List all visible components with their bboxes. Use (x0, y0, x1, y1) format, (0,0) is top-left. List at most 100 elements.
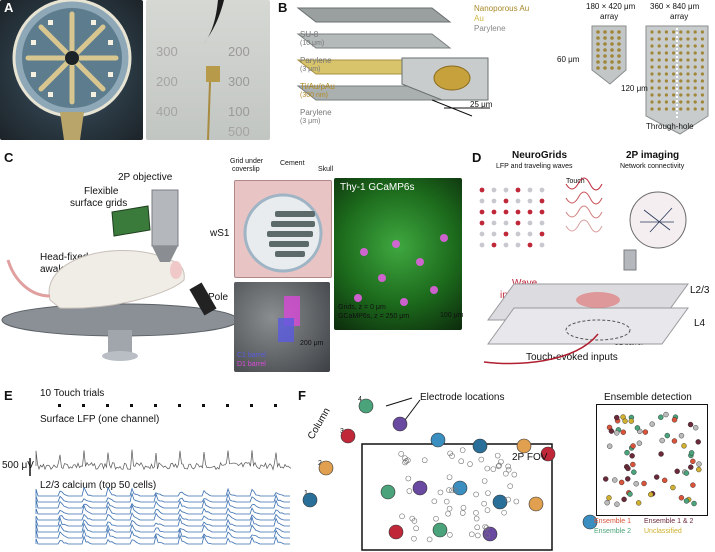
electrode-location (388, 524, 404, 540)
ensemble-box (596, 404, 708, 516)
array-electrode (617, 42, 621, 46)
ensemble-roi (663, 411, 669, 418)
cell-roi (505, 463, 511, 470)
cell-roi (467, 461, 473, 467)
cell-roi (495, 463, 502, 470)
legend-au: Au (474, 14, 484, 23)
ruler-tick-6: 400 (156, 104, 178, 119)
trial-marker (226, 404, 229, 407)
cell-roi (494, 452, 501, 459)
ensemble-roi (664, 432, 670, 439)
legend-nanoporous-au: Nanoporous Au (474, 4, 530, 13)
grid-electrode (491, 220, 497, 226)
array-electrode (672, 44, 676, 48)
array-electrode (650, 30, 654, 34)
cell-roi (481, 478, 488, 484)
legend-unclassified: Unclassified (644, 528, 682, 535)
calcium-trace (35, 534, 290, 545)
electrode-location (358, 398, 374, 414)
cell-roi (473, 510, 479, 516)
array-electrode (672, 100, 676, 104)
layer-l23-label: L2/3 (690, 285, 710, 296)
cell-roi (399, 513, 405, 520)
ensemble-roi (633, 481, 639, 487)
array-electrode (679, 100, 683, 104)
ensemble-roi (678, 495, 685, 501)
electrode-location (340, 428, 356, 444)
array-electrode (603, 60, 607, 64)
cell-roi (478, 456, 485, 463)
grid-electrode (479, 231, 485, 237)
calcium-trace (35, 503, 290, 515)
grid-electrode (527, 187, 533, 193)
array-electrode (686, 93, 690, 97)
ensemble-roi (691, 500, 697, 507)
array-electrode (679, 51, 683, 55)
grid-electrode (503, 187, 509, 193)
ruler-tick-4: 200 (156, 74, 178, 89)
array-electrode (700, 30, 704, 34)
micrograph-scale: 100 μm (440, 312, 464, 319)
cell-roi (426, 536, 433, 543)
array-electrode (686, 37, 690, 41)
grid-electrode (479, 209, 485, 215)
ensemble-roi (636, 440, 643, 446)
calcium-trace (35, 486, 290, 497)
calcium-label: L2/3 calcium (top 50 cells) (40, 480, 157, 491)
skull-label: Skull (318, 166, 334, 173)
layer-4-name: Parylene (300, 108, 332, 117)
array-electrode (693, 72, 697, 76)
grid-electrode (503, 198, 509, 204)
array-electrode (700, 107, 704, 111)
ensemble-roi (690, 482, 696, 488)
array-electrode (700, 93, 704, 97)
cell-roi (505, 466, 512, 473)
layer-2-name: Parylene (300, 56, 332, 65)
region-ws1: wS1 (210, 228, 230, 239)
grid-electrode (491, 242, 497, 248)
layer-3-thickness: (300 nm) (300, 92, 329, 99)
touch-evoked-label: Touch-evoked inputs (526, 352, 618, 363)
cement-label: Cement (280, 160, 305, 167)
array-electrode (610, 48, 614, 52)
ruler-probe-illustration (204, 0, 224, 140)
col-num-2: 2 (318, 460, 322, 467)
array-electrode (686, 107, 690, 111)
electrode-location (318, 460, 334, 476)
layer-1-thickness: (10 μm) (300, 40, 325, 47)
cell-roi (481, 500, 487, 507)
cell-roi (398, 451, 404, 457)
array-electrode (700, 37, 704, 41)
cell-roi (511, 471, 518, 478)
legend-ens1: Ensemble 1 (594, 518, 631, 525)
array-electrode (700, 51, 704, 55)
cell-roi (411, 518, 418, 524)
micrograph-title: Thy-1 GCaMP6s (340, 182, 415, 193)
array-electrode (679, 65, 683, 69)
ensemble-roi (620, 429, 627, 435)
ensemble-rois (603, 411, 702, 507)
lfp-scale: 500 μV (2, 460, 34, 471)
array-electrode (650, 37, 654, 41)
cell-roi (405, 475, 412, 482)
ensemble-roi (658, 414, 664, 420)
array-electrode (650, 65, 654, 69)
ensemble-roi (683, 470, 690, 476)
array-electrode (596, 66, 600, 70)
array-electrode (664, 72, 668, 76)
array-electrode (610, 30, 614, 34)
array-electrode (603, 66, 607, 70)
array-electrode (672, 51, 676, 55)
cell-roi (475, 532, 481, 539)
grid-electrode (527, 231, 533, 237)
array-electrode (650, 86, 654, 90)
array-electrode (610, 66, 614, 70)
trial-marker (106, 404, 109, 407)
calcium-trace (35, 512, 290, 521)
array-electrode (603, 54, 607, 58)
grid-electrode (503, 231, 509, 237)
calcium-trace (35, 492, 290, 503)
array-electrode (664, 86, 668, 90)
cell-roi (447, 532, 453, 538)
cell-roi (446, 487, 452, 493)
